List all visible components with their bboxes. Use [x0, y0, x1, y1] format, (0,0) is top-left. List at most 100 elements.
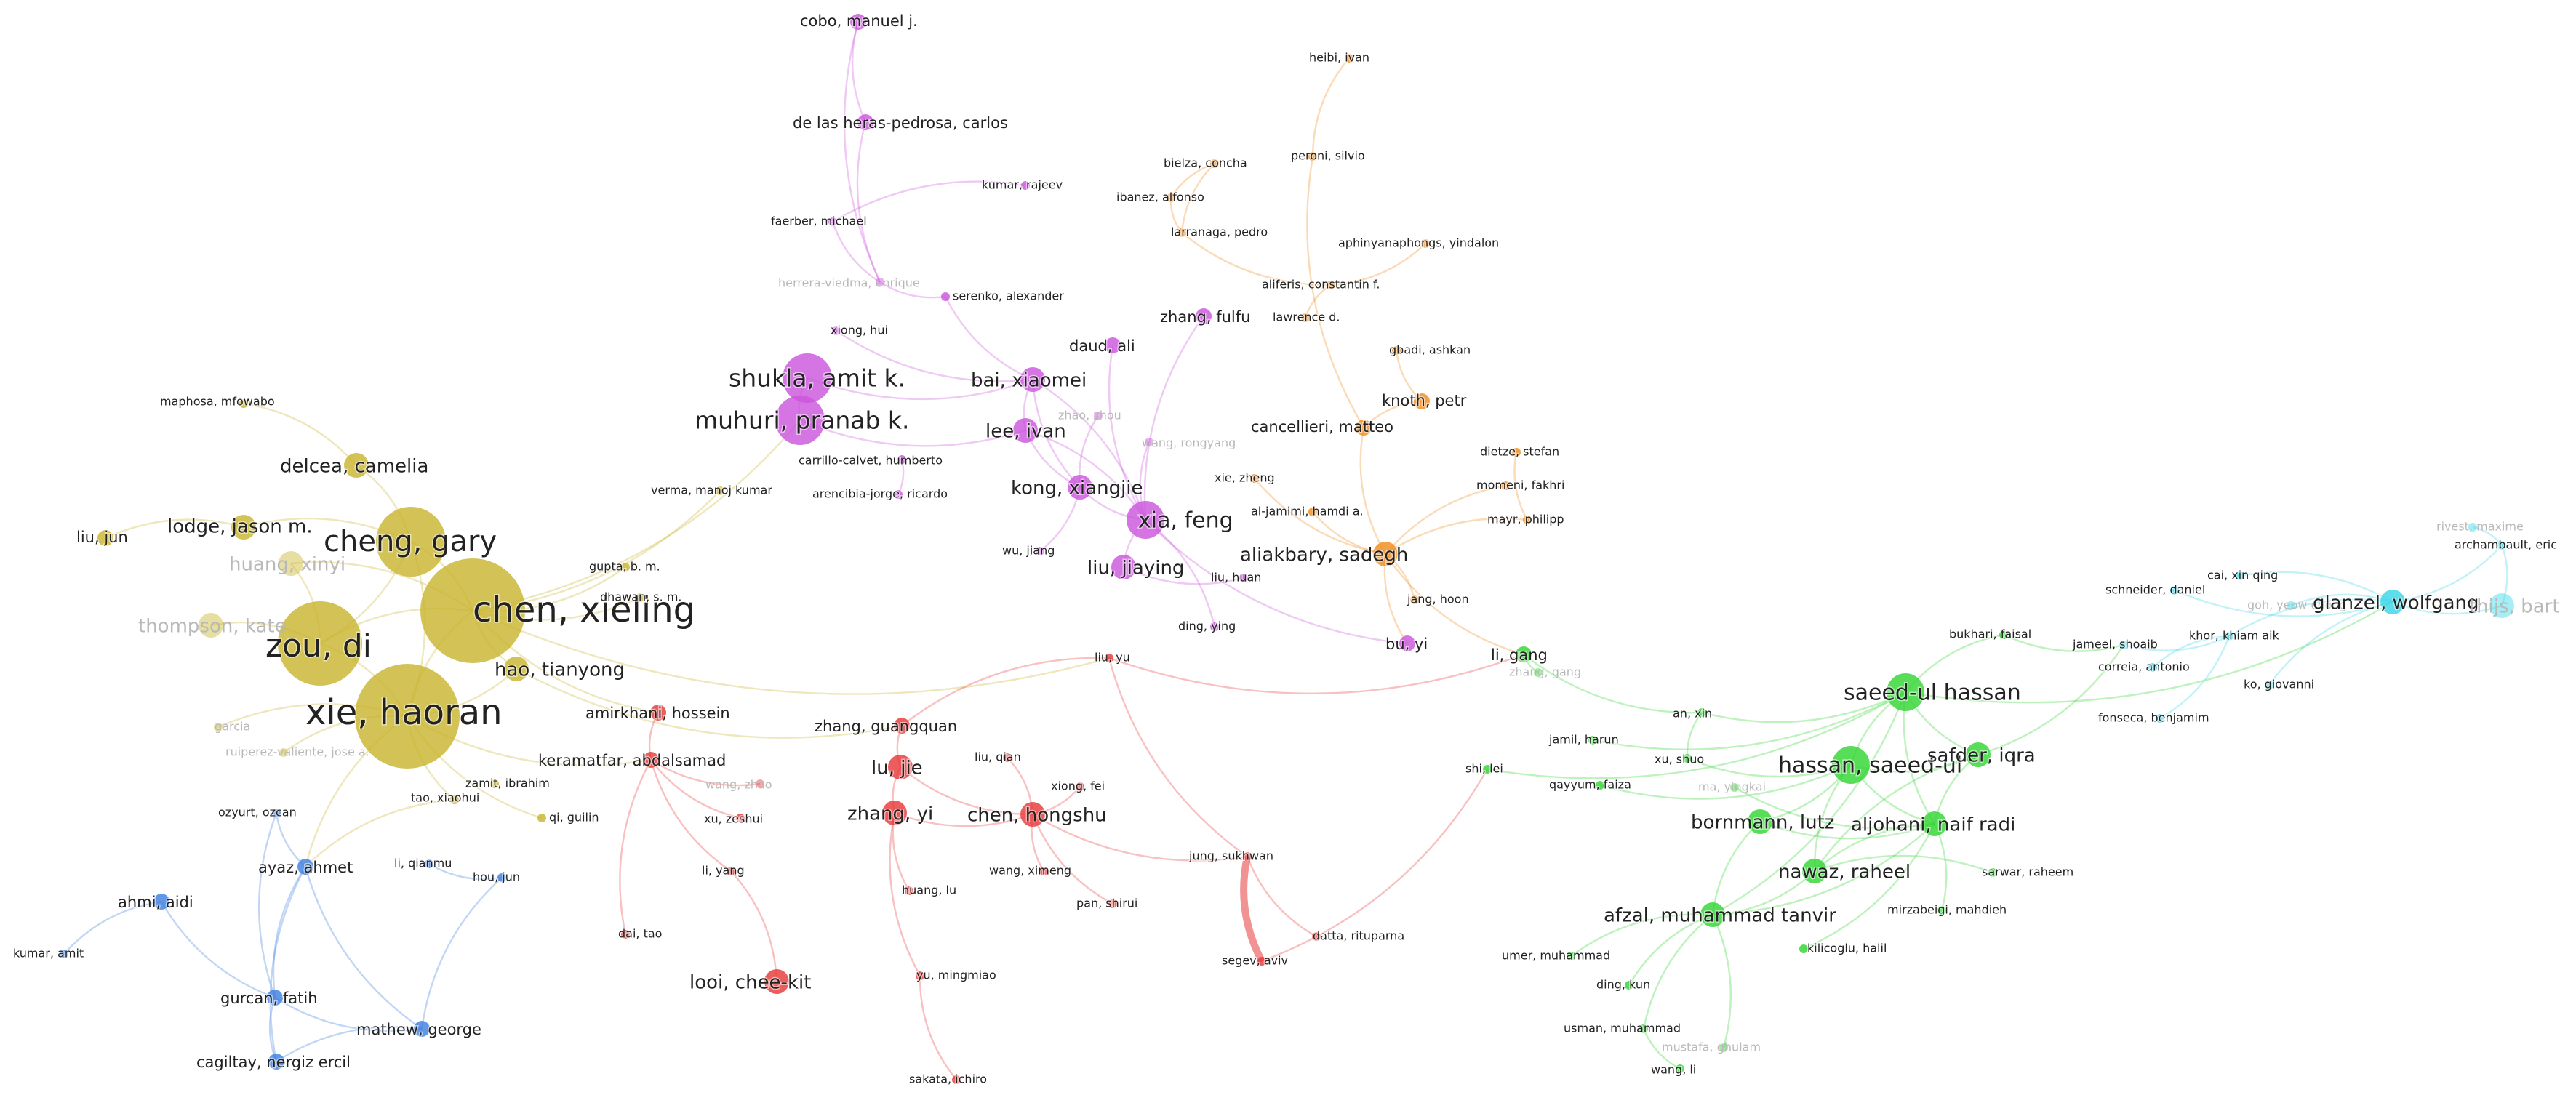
node-xie_haoran[interactable] [355, 664, 460, 769]
node-zhang_fulfu[interactable] [1196, 308, 1212, 324]
node-heibi_ivan[interactable] [1345, 54, 1353, 63]
node-jung_sukhwan[interactable] [1243, 852, 1252, 861]
node-liu_yu[interactable] [1105, 654, 1113, 662]
node-nawaz_raheel[interactable] [1802, 859, 1827, 883]
node-li_yang[interactable] [727, 867, 735, 875]
node-chen_hongshu[interactable] [1020, 802, 1045, 827]
node-thijs_bart[interactable] [2489, 593, 2514, 618]
node-arencibia_jorge[interactable] [894, 490, 903, 499]
node-kong_xiangjie[interactable] [1068, 475, 1092, 500]
node-cai_xinqing[interactable] [2236, 571, 2244, 580]
node-xiong_hui[interactable] [832, 326, 841, 335]
node-dhawan_sm[interactable] [636, 593, 644, 602]
node-umer_muhammad[interactable] [1567, 952, 1575, 960]
node-keramatfar[interactable] [643, 752, 659, 768]
node-schneider_daniel[interactable] [2170, 586, 2179, 595]
node-carrillo_calvet[interactable] [897, 455, 906, 464]
node-wang_ximeng[interactable] [1039, 867, 1048, 875]
node-mayr_philipp[interactable] [1523, 516, 1532, 524]
node-ahmi_aidi[interactable] [153, 894, 169, 910]
node-shukla_amit[interactable] [783, 353, 832, 403]
node-ozyurt_ozcan[interactable] [272, 809, 281, 817]
node-bielza_concha[interactable] [1210, 159, 1219, 168]
node-zhao_zhou[interactable] [1094, 412, 1103, 420]
node-peroni_silvio[interactable] [1308, 152, 1317, 161]
node-bukhari_faisal[interactable] [1999, 630, 2008, 639]
node-herrera_viedma[interactable] [876, 278, 884, 286]
node-zhang_guangquan[interactable] [894, 718, 910, 734]
node-rivest_maxime[interactable] [2468, 523, 2477, 532]
node-ibanez_alfonso[interactable] [1167, 193, 1175, 202]
node-verma_manoj[interactable] [716, 486, 724, 495]
node-glanzel[interactable] [2380, 590, 2405, 614]
node-dai_tao[interactable] [621, 930, 630, 939]
node-xiong_fei[interactable] [1076, 782, 1084, 791]
node-amirkhani[interactable] [650, 705, 666, 721]
node-muhuri_pranab[interactable] [775, 396, 825, 445]
node-mustafa_ghulam[interactable] [1719, 1043, 1728, 1052]
node-cagiltay[interactable] [268, 1054, 284, 1070]
node-segev_aviv[interactable] [1257, 957, 1266, 966]
node-mirzabeigi[interactable] [1937, 906, 1946, 915]
node-xie_zheng[interactable] [1250, 474, 1259, 483]
node-saeed_ul_hassan[interactable] [1887, 673, 1924, 711]
node-zamit_ibrahim[interactable] [490, 779, 499, 788]
node-liu_jun[interactable] [97, 530, 113, 546]
node-goh_yeow[interactable] [2287, 601, 2295, 610]
node-usman_muhammad[interactable] [1639, 1024, 1648, 1033]
node-zou_di[interactable] [278, 601, 362, 686]
node-bu_yi[interactable] [1399, 635, 1415, 651]
node-sakata_ichiro[interactable] [952, 1075, 961, 1084]
node-qayyum_faiza[interactable] [1596, 781, 1604, 790]
node-aliakbary[interactable] [1373, 542, 1398, 566]
node-fonseca_benjamim[interactable] [2156, 714, 2164, 723]
node-shi_lei[interactable] [1483, 765, 1492, 774]
node-daud_ali[interactable] [1105, 337, 1121, 353]
node-ayaz_ahmet[interactable] [297, 859, 313, 875]
node-hao_tianyong[interactable] [504, 657, 529, 681]
node-lodge_jason[interactable] [231, 515, 256, 540]
node-kumar_amit[interactable] [60, 950, 68, 958]
node-huang_xinyi[interactable] [279, 551, 303, 576]
node-ding_kun[interactable] [1625, 981, 1633, 990]
node-zhang_yi[interactable] [882, 801, 907, 825]
node-archambault_eric[interactable] [2497, 541, 2506, 550]
node-bai_xiaomei[interactable] [1020, 367, 1045, 392]
node-an_xin[interactable] [1697, 708, 1706, 717]
node-serenko_alexander[interactable] [941, 292, 950, 301]
node-zhang_gang[interactable] [1534, 668, 1543, 677]
node-datta_rituparna[interactable] [1312, 932, 1321, 941]
node-lee_ivan[interactable] [1013, 418, 1038, 443]
node-cancellieri[interactable] [1356, 420, 1372, 436]
node-liu_qian[interactable] [1003, 753, 1012, 762]
node-kumar_rajeev[interactable] [1021, 181, 1030, 190]
node-thompson_kate[interactable] [199, 613, 223, 638]
node-lu_jie[interactable] [888, 755, 913, 779]
node-xu_zeshui[interactable] [736, 814, 745, 822]
node-bornmann_lutz[interactable] [1748, 809, 1772, 834]
node-mathew_george[interactable] [414, 1021, 430, 1037]
node-gupta_bm[interactable] [621, 563, 630, 571]
node-aphinyanaphongs[interactable] [1421, 239, 1430, 248]
node-delcea_camelia[interactable] [344, 453, 369, 478]
node-ding_ying[interactable] [1210, 622, 1219, 631]
node-dietze_stefan[interactable] [1512, 448, 1521, 457]
node-xia_feng[interactable] [1127, 501, 1164, 539]
node-hou_jun[interactable] [497, 873, 506, 882]
node-chen_xieling[interactable] [420, 558, 525, 663]
node-momeni_fakhri[interactable] [1501, 481, 1510, 490]
node-faerber_michael[interactable] [828, 217, 837, 226]
node-ruiperez[interactable] [279, 748, 288, 757]
node-gurcan_fatih[interactable] [267, 990, 283, 1006]
node-xu_shuo[interactable] [1683, 754, 1692, 763]
node-larranaga_pedro[interactable] [1177, 228, 1186, 237]
node-lawrence[interactable] [1301, 313, 1310, 322]
node-jang_hoon[interactable] [1410, 595, 1419, 604]
node-al_jamimi[interactable] [1308, 508, 1317, 516]
node-afzal_tanvir[interactable] [1700, 902, 1725, 927]
node-aliferis[interactable] [1327, 281, 1335, 289]
node-khor_khiam[interactable] [2225, 632, 2233, 641]
node-pan_shirui[interactable] [1108, 899, 1117, 908]
node-wang_rongyang[interactable] [1145, 438, 1153, 446]
node-tao_xiaohui[interactable] [450, 795, 459, 804]
